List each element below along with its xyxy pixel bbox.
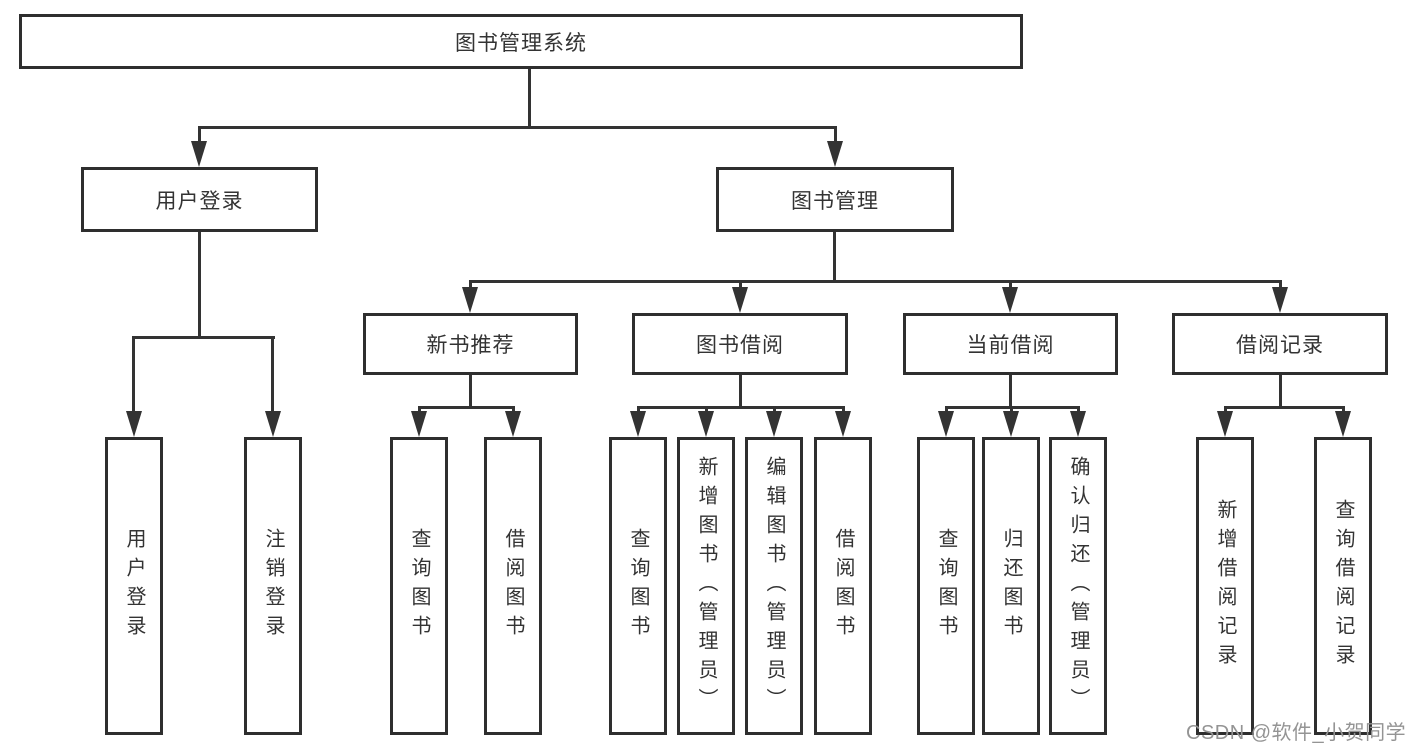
arrow-down-icon (1002, 287, 1018, 313)
node-book-management: 图书管理 (716, 167, 954, 232)
connector-book-management-stem (833, 232, 836, 280)
arrow-down-icon (766, 411, 782, 437)
leaf-cb-query-books-label: 查询图书 (935, 528, 957, 644)
leaf-bb-add-books-admin: 新增图书（管理员） (677, 437, 735, 735)
leaf-cb-return-books: 归还图书 (982, 437, 1040, 735)
connector-to-leaf-user-login (132, 336, 135, 414)
arrow-down-icon (1217, 411, 1233, 437)
leaf-bb-edit-books-admin: 编辑图书（管理员） (745, 437, 803, 735)
arrow-down-icon (732, 287, 748, 313)
connector-book-borrow-stem (739, 375, 742, 406)
arrow-down-icon (1272, 287, 1288, 313)
leaf-cb-return-books-label: 归还图书 (1000, 528, 1022, 644)
arrow-down-icon (827, 141, 843, 167)
leaf-nb-query-books-label: 查询图书 (408, 528, 430, 644)
connector-user-login-bar (132, 336, 275, 339)
arrow-down-icon (265, 411, 281, 437)
arrow-down-icon (938, 411, 954, 437)
leaf-user-login-label: 用户登录 (123, 528, 145, 644)
arrow-down-icon (505, 411, 521, 437)
arrow-down-icon (1335, 411, 1351, 437)
node-book-borrow: 图书借阅 (632, 313, 848, 375)
leaf-bb-query-books-label: 查询图书 (627, 528, 649, 644)
leaf-nb-borrow-books: 借阅图书 (484, 437, 542, 735)
arrow-down-icon (462, 287, 478, 313)
arrow-down-icon (630, 411, 646, 437)
connector-borrow-records-bar (1224, 406, 1345, 409)
node-current-borrow-label: 当前借阅 (966, 334, 1055, 357)
leaf-nb-query-books: 查询图书 (390, 437, 448, 735)
arrow-down-icon (1070, 411, 1086, 437)
arrow-down-icon (698, 411, 714, 437)
node-book-borrow-label: 图书借阅 (696, 334, 784, 357)
arrow-down-icon (1003, 411, 1019, 437)
leaf-logout-label: 注销登录 (262, 528, 284, 644)
connector-user-login-stem (198, 232, 201, 336)
leaf-bb-query-books: 查询图书 (609, 437, 667, 735)
node-borrow-records: 借阅记录 (1172, 313, 1388, 375)
leaf-bb-add-books-admin-label: 新增图书（管理员） (695, 455, 717, 717)
node-root: 图书管理系统 (19, 14, 1023, 69)
node-root-label: 图书管理系统 (455, 31, 587, 55)
arrow-down-icon (126, 411, 142, 437)
leaf-cb-confirm-return-admin-label: 确认归还（管理员） (1067, 455, 1089, 717)
connector-new-book-recommend-bar (418, 406, 515, 409)
connector-book-borrow-bar (637, 406, 845, 409)
leaf-bb-edit-books-admin-label: 编辑图书（管理员） (763, 455, 785, 717)
node-book-management-label: 图书管理 (791, 189, 879, 213)
leaf-br-add-record: 新增借阅记录 (1196, 437, 1254, 735)
watermark-text: CSDN @软件_小贺同学 (1186, 722, 1405, 744)
connector-to-leaf-logout (271, 336, 274, 414)
node-current-borrow: 当前借阅 (903, 313, 1118, 375)
leaf-logout: 注销登录 (244, 437, 302, 735)
node-user-login: 用户登录 (81, 167, 318, 232)
leaf-bb-borrow-books: 借阅图书 (814, 437, 872, 735)
leaf-cb-confirm-return-admin: 确认归还（管理员） (1049, 437, 1107, 735)
arrow-down-icon (191, 141, 207, 167)
arrow-down-icon (411, 411, 427, 437)
leaf-bb-borrow-books-label: 借阅图书 (832, 528, 854, 644)
node-new-book-recommend-label: 新书推荐 (426, 334, 515, 357)
connector-root-to-book-management (834, 126, 837, 144)
node-new-book-recommend: 新书推荐 (363, 313, 578, 375)
node-user-login-label: 用户登录 (155, 189, 244, 213)
leaf-nb-borrow-books-label: 借阅图书 (502, 528, 524, 644)
node-borrow-records-label: 借阅记录 (1236, 334, 1324, 357)
arrow-down-icon (835, 411, 851, 437)
leaf-br-add-record-label: 新增借阅记录 (1214, 499, 1236, 673)
connector-borrow-records-stem (1279, 375, 1282, 406)
connector-root-to-user-login (198, 126, 201, 144)
connector-root-bar (198, 126, 837, 129)
connector-current-borrow-stem (1009, 375, 1012, 406)
leaf-br-query-record: 查询借阅记录 (1314, 437, 1372, 735)
leaf-cb-query-books: 查询图书 (917, 437, 975, 735)
leaf-user-login: 用户登录 (105, 437, 163, 735)
connector-book-management-bar (469, 280, 1282, 283)
connector-new-book-recommend-stem (469, 375, 472, 406)
leaf-br-query-record-label: 查询借阅记录 (1332, 499, 1354, 673)
connector-root-stem (528, 69, 531, 126)
